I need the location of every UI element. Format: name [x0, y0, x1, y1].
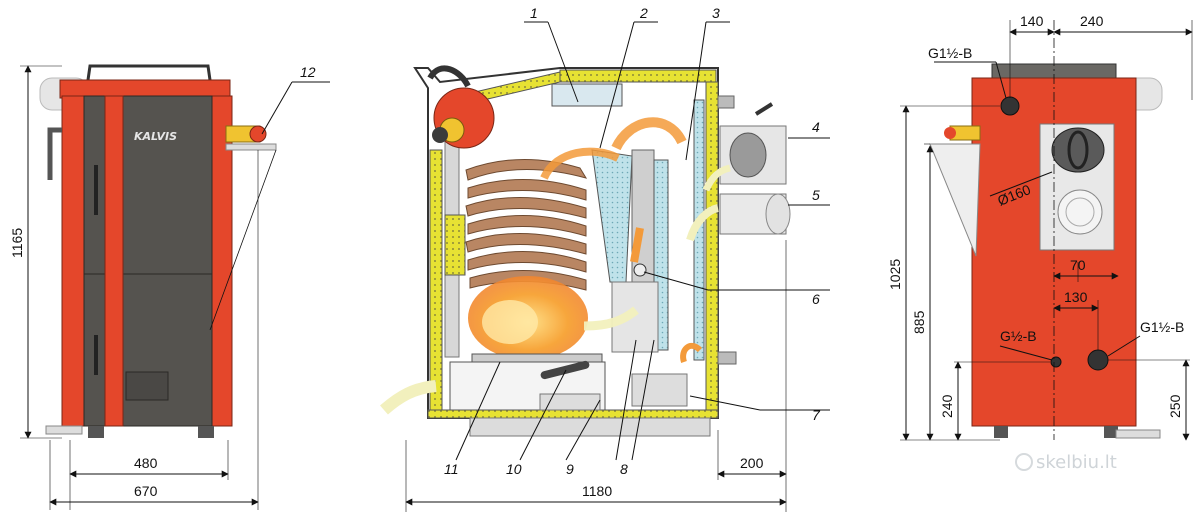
ash-box-7 — [631, 373, 688, 407]
height-240-label: 240 — [939, 394, 955, 418]
rear-side-hopper — [929, 143, 981, 257]
lower-door-handle — [94, 335, 98, 375]
watermark-text: skelbiu.lt — [1036, 452, 1117, 473]
callout-7: 7 — [812, 407, 821, 423]
rear-200-label: 200 — [740, 455, 764, 471]
offset-140-label: 140 — [1020, 13, 1044, 29]
callout-5: 5 — [812, 187, 820, 203]
rear-fan-opening — [1057, 189, 1103, 235]
flow-pipe — [717, 95, 735, 109]
width-1180-label: 1180 — [582, 483, 612, 499]
offset-70-label: 70 — [1070, 257, 1086, 273]
left-lever — [47, 127, 62, 180]
height-250-label: 250 — [1167, 394, 1183, 418]
top-insulation — [559, 69, 717, 83]
height-1165-label: 1165 — [9, 228, 25, 258]
return-pipe — [717, 351, 737, 365]
height-885-label: 885 — [911, 310, 927, 334]
fan-shelf — [225, 143, 277, 151]
offset-130-label: 130 — [1064, 289, 1088, 305]
front-dimensions: 1165 480 670 12 — [9, 64, 330, 510]
section-labels: 1 2 3 4 5 6 7 8 9 10 11 — [444, 5, 821, 477]
flow-connection — [1000, 96, 1020, 116]
door-insulation — [444, 214, 466, 276]
front-stripe — [104, 95, 124, 427]
gas-flow-arrow-1 — [540, 147, 620, 180]
grate — [471, 353, 603, 363]
watermark: skelbiu.lt — [1015, 452, 1117, 473]
callout-9: 9 — [566, 461, 574, 477]
foot-right — [198, 426, 214, 438]
callout-6: 6 — [812, 291, 820, 307]
rear-view — [929, 20, 1163, 440]
upper-door-handle — [94, 165, 98, 215]
base — [469, 417, 711, 437]
front-view: KALVIS — [39, 64, 277, 438]
section-dimensions: 1180 200 — [405, 240, 787, 512]
callout-8: 8 — [620, 461, 628, 477]
return-connection — [1087, 349, 1109, 371]
secondary-air-arrow — [583, 306, 639, 331]
rear-dimensions: 140 240 G1½-B Ø160 70 130 G½-B G1½-B 102… — [887, 13, 1193, 441]
ash-box-9 — [539, 393, 601, 411]
callout-11: 11 — [444, 461, 459, 477]
callout-4: 4 — [812, 119, 820, 135]
callout-2: 2 — [639, 5, 648, 21]
lower-door — [83, 273, 213, 427]
fan-motor — [249, 125, 267, 143]
width-670-label: 670 — [134, 483, 158, 499]
top-handle — [86, 64, 212, 81]
right-insulation — [705, 81, 719, 419]
thread-top-label: G1½-B — [928, 45, 972, 61]
thread-right-label: G1½-B — [1140, 319, 1184, 335]
upper-door — [83, 95, 213, 275]
burner-rod — [540, 360, 590, 380]
base-plate-left — [45, 425, 83, 435]
gas-flow-arrow-2 — [611, 117, 687, 151]
height-1025-label: 1025 — [887, 259, 903, 290]
inlet-air-arrow — [380, 380, 437, 415]
depth-480-label: 480 — [134, 455, 158, 471]
offset-240-label: 240 — [1080, 13, 1104, 29]
left-side-panel — [61, 95, 87, 427]
brand-logo: KALVIS — [134, 130, 177, 143]
top-lever — [427, 65, 471, 88]
foot-left — [88, 426, 104, 438]
callout-10: 10 — [506, 461, 522, 477]
callout-12: 12 — [300, 64, 316, 80]
callout-1: 1 — [530, 5, 538, 21]
air-arrow-5 — [686, 204, 720, 242]
flue-outlet — [1051, 127, 1105, 173]
section-callouts — [455, 21, 830, 461]
ash-window — [125, 371, 169, 401]
thread-left-label: G½-B — [1000, 328, 1037, 344]
top-lid — [59, 79, 231, 99]
left-insulation — [429, 149, 443, 413]
callout-3: 3 — [712, 5, 720, 21]
flame-up-arrow — [630, 227, 644, 263]
section-view — [380, 65, 791, 437]
air-manifold — [551, 83, 623, 107]
drain-connection — [1050, 356, 1062, 368]
